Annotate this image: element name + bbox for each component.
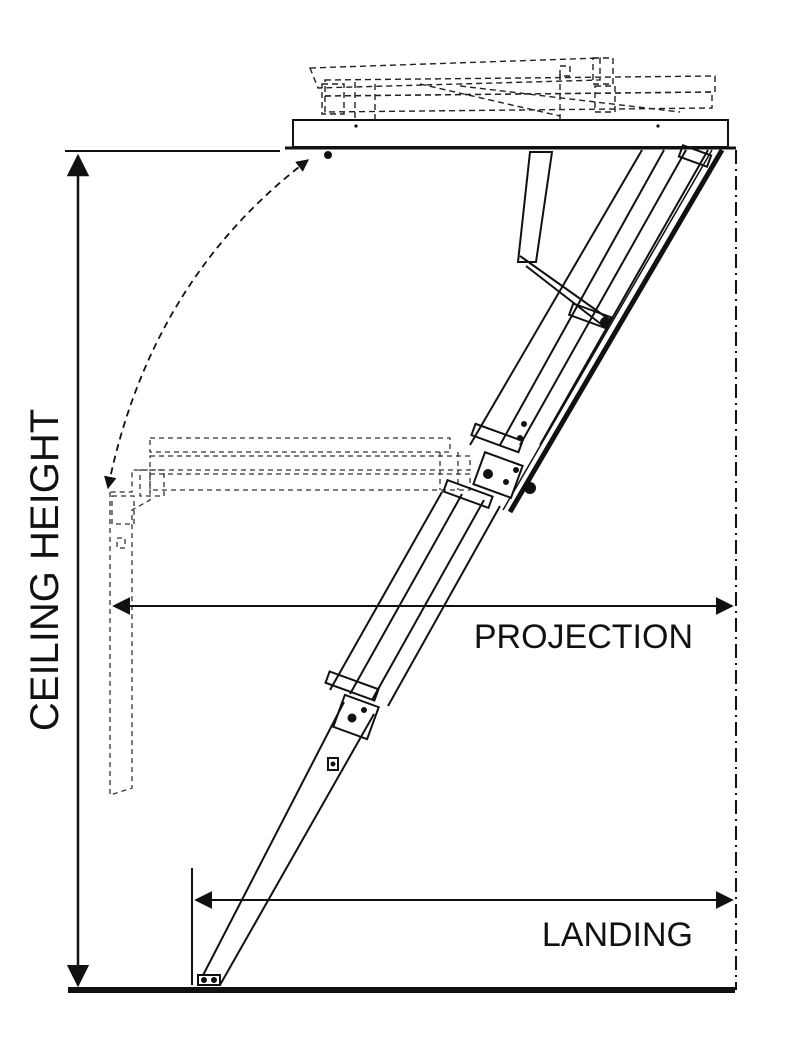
- landing-label: LANDING: [542, 916, 693, 954]
- folded-ladder-above-hatch: [308, 57, 716, 120]
- ladder-lower-section: [197, 701, 375, 986]
- partially-folded-ladder: [109, 437, 471, 796]
- projection-dimension: PROJECTION: [112, 597, 734, 656]
- ladder-hinge-upper: [472, 421, 527, 500]
- ladder-middle-section: [324, 478, 501, 707]
- ceiling-height-label: CEILING HEIGHT: [23, 409, 67, 731]
- ladder-hinge-lower: [327, 693, 381, 771]
- ceiling-height-dimension: CEILING HEIGHT: [23, 150, 280, 988]
- ladder-upper-section: [469, 143, 725, 514]
- projection-label: PROJECTION: [474, 618, 693, 656]
- support-arm: [516, 151, 611, 494]
- hatch-frame: [285, 119, 736, 159]
- landing-dimension: LANDING: [191, 868, 734, 985]
- swing-arc: [104, 159, 310, 490]
